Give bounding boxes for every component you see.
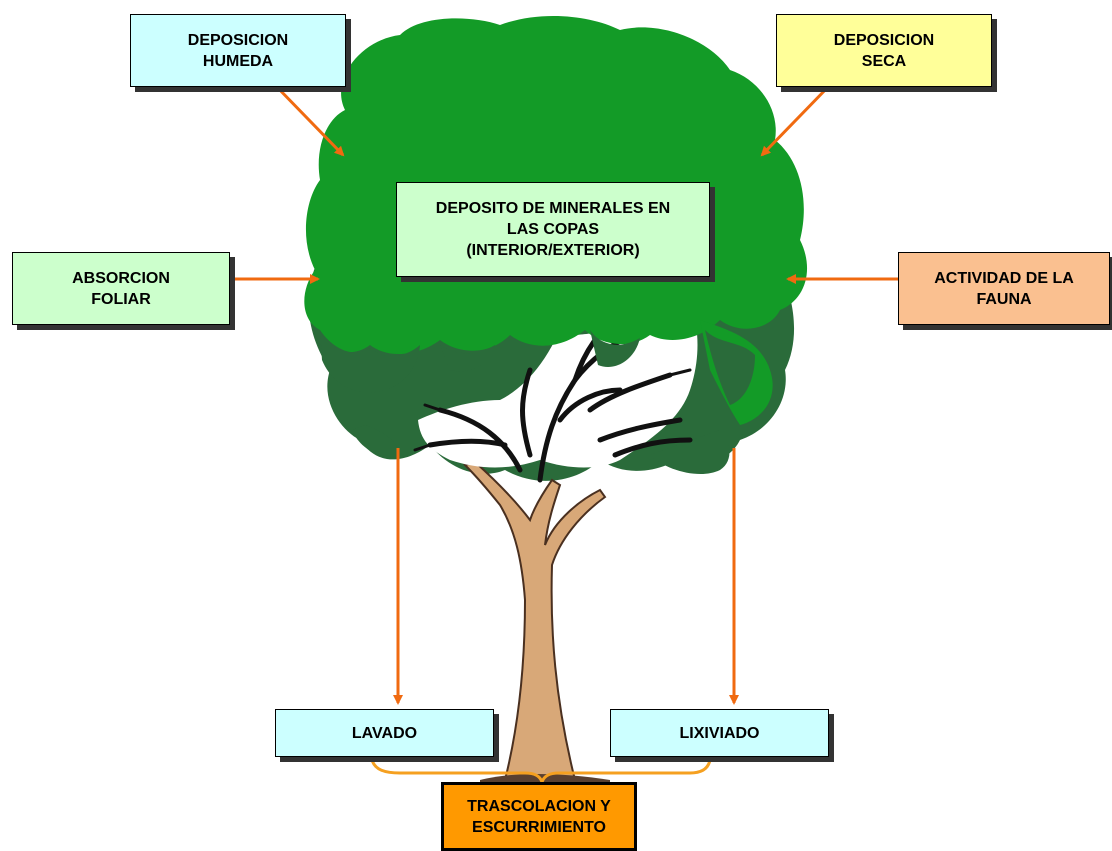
label-deposicion-seca: DEPOSICION SECA bbox=[833, 31, 935, 70]
box-deposito-minerales: DEPOSITO DE MINERALES EN LAS COPAS (INTE… bbox=[396, 182, 710, 277]
label-actividad-fauna: ACTIVIDAD DE LA FAUNA bbox=[934, 269, 1074, 308]
box-lixiviado: LIXIVIADO bbox=[610, 709, 829, 757]
arrow-humeda-to-canopy bbox=[273, 83, 345, 157]
label-lavado: LAVADO bbox=[351, 724, 418, 742]
box-deposicion-seca: DEPOSICION SECA bbox=[776, 14, 992, 87]
box-trascolacion: TRASCOLACION Y ESCURRIMIENTO bbox=[441, 782, 637, 851]
label-deposito-minerales: DEPOSITO DE MINERALES EN LAS COPAS (INTE… bbox=[435, 200, 671, 259]
box-actividad-fauna: ACTIVIDAD DE LA FAUNA bbox=[898, 252, 1110, 325]
box-absorcion-foliar: ABSORCION FOLIAR bbox=[12, 252, 230, 325]
box-lavado: LAVADO bbox=[275, 709, 494, 757]
label-lixiviado: LIXIVIADO bbox=[679, 724, 760, 742]
label-absorcion-foliar: ABSORCION FOLIAR bbox=[72, 269, 170, 308]
canopy-shadows bbox=[320, 330, 755, 405]
arrows bbox=[230, 83, 898, 705]
arrow-seca-to-canopy bbox=[760, 83, 832, 157]
label-trascolacion: TRASCOLACION Y ESCURRIMIENTO bbox=[467, 797, 611, 836]
label-deposicion-humeda: DEPOSICION HUMEDA bbox=[187, 31, 289, 70]
box-deposicion-humeda: DEPOSICION HUMEDA bbox=[130, 14, 346, 87]
